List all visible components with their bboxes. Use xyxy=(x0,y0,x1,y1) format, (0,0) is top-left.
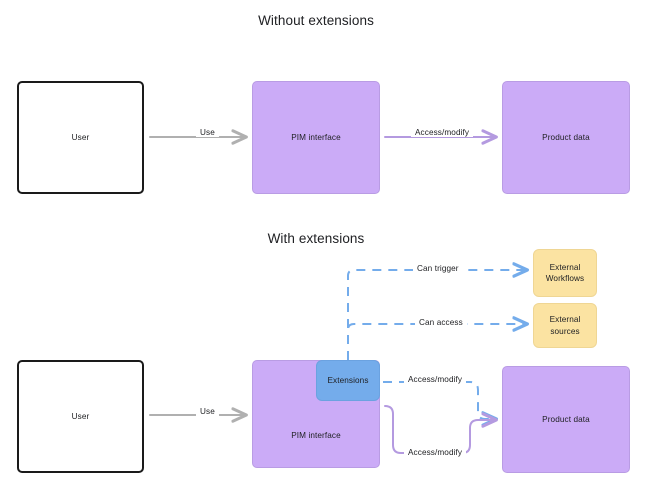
edge-label-access-modify-top: Access/modify xyxy=(411,128,474,137)
connector-can-access xyxy=(347,324,527,360)
section-title-without-extensions: Without extensions xyxy=(258,13,374,28)
node-label: User xyxy=(71,411,90,421)
node-product-data-bottom[interactable]: Product data xyxy=(502,366,630,473)
node-label: Product data xyxy=(542,414,590,424)
node-label: External Workflows xyxy=(545,262,585,283)
connector-access-modify-purple xyxy=(384,405,496,454)
node-user-bottom[interactable]: User xyxy=(17,360,144,473)
edge-label-use-bottom: Use xyxy=(196,407,219,416)
edge-label-use-top: Use xyxy=(196,128,219,137)
node-label: External sources xyxy=(549,315,581,336)
node-external-workflows[interactable]: External Workflows xyxy=(533,249,597,297)
connector-can-trigger xyxy=(347,270,527,360)
node-product-data-top[interactable]: Product data xyxy=(502,81,630,194)
node-user-top[interactable]: User xyxy=(17,81,144,194)
edge-label-can-access: Can access xyxy=(415,318,467,327)
connector-access-modify-dashed xyxy=(383,381,496,419)
node-label: PIM interface xyxy=(291,132,341,142)
section-title-with-extensions: With extensions xyxy=(267,231,365,246)
node-label: User xyxy=(71,132,90,142)
node-external-sources[interactable]: External sources xyxy=(533,303,597,348)
edge-label-access-modify-pim: Access/modify xyxy=(404,448,467,457)
edge-label-access-modify-extensions: Access/modify xyxy=(404,375,467,384)
node-label: Extensions xyxy=(327,375,369,385)
node-label: Product data xyxy=(542,132,590,142)
edge-label-can-trigger: Can trigger xyxy=(413,264,463,273)
node-label: PIM interface xyxy=(291,431,341,441)
node-extensions[interactable]: Extensions xyxy=(316,360,380,401)
node-pim-interface-top[interactable]: PIM interface xyxy=(252,81,380,194)
